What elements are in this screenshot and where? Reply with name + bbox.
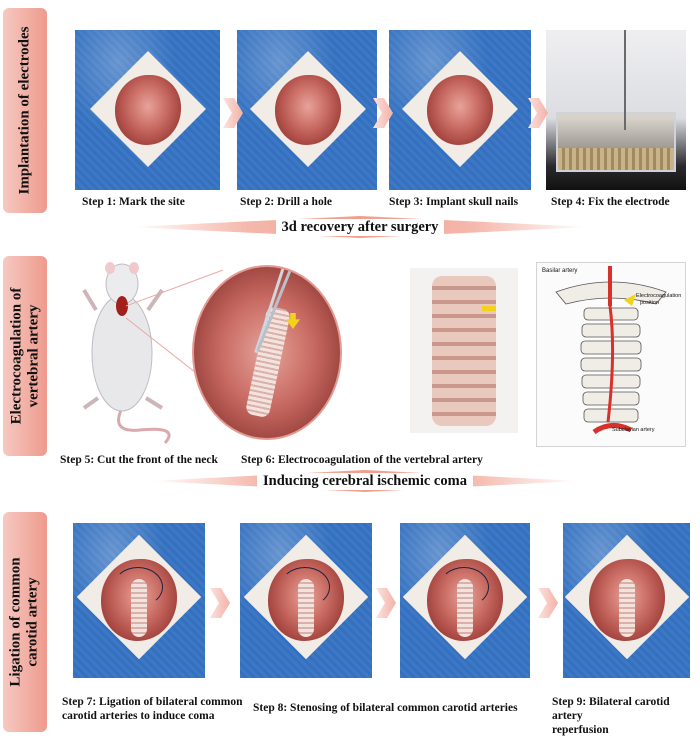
step-arrow [223, 98, 243, 128]
rat-ear [105, 262, 115, 274]
section-label-line: Electrocoagulation of [8, 287, 25, 425]
section-label-ligation: Ligation of common carotid artery [3, 512, 47, 732]
photo-step9-reperfusion [563, 523, 690, 678]
skull-exposure [115, 75, 181, 145]
zoom-line [125, 269, 224, 307]
rat-ear [129, 262, 139, 274]
neck-incision [116, 296, 128, 316]
step-arrow [210, 588, 230, 618]
step-arrow [528, 98, 548, 128]
caption-line: Step 7: Ligation of bilateral common [62, 696, 243, 708]
step-1-caption: Step 1: Mark the site [82, 196, 185, 208]
rat-hindlimb [144, 396, 164, 410]
photo-step8-stenosing-b [400, 523, 530, 678]
vertebral-column [432, 276, 496, 426]
label-line: Electrocoagulation [636, 293, 682, 299]
trachea [619, 579, 635, 637]
suture [280, 567, 330, 607]
electrocoagulation-marker [624, 294, 636, 306]
caption-line: reperfusion [552, 724, 609, 736]
step-8-caption: Step 8: Stenosing of bilateral common ca… [253, 702, 518, 714]
subclavian-artery [592, 423, 633, 435]
step-3-caption: Step 3: Implant skull nails [389, 196, 519, 208]
skull-exposure [427, 75, 493, 145]
cable [624, 30, 626, 130]
marker-arrow [482, 306, 496, 311]
skull-exposure [275, 75, 341, 145]
transition-recovery-text: 3d recovery after surgery [275, 218, 445, 236]
caption-line: carotid arteries to induce coma [62, 710, 215, 722]
step-2-caption: Step 2: Drill a hole [240, 196, 332, 208]
photo-step2-drill-hole [237, 30, 377, 190]
label-electrocoagulation-position: Electrocoagulation position [636, 293, 681, 307]
caption-line: Step 9: Bilateral carotid artery [552, 696, 670, 722]
vertebra [583, 408, 639, 423]
step-6-caption: Step 6: Electrocoagulation of the verteb… [241, 454, 483, 466]
rat-hindlimb [82, 396, 100, 410]
step-arrow [376, 588, 396, 618]
photo-step6-zoom-neck [192, 265, 342, 440]
rat-tail [117, 407, 171, 444]
rat-forelimb [82, 288, 98, 312]
step-5-caption: Step 5: Cut the front of the neck [60, 454, 218, 466]
step-arrow [538, 588, 558, 618]
photo-step4-fix-electrode [546, 30, 686, 190]
photo-step3-skull-nails [389, 30, 531, 190]
transition-coma-text: Inducing cerebral ischemic coma [257, 472, 473, 490]
vertebral-artery [606, 305, 615, 423]
section-label-line: Ligation of common [8, 557, 25, 687]
bedding [558, 148, 674, 170]
section-label-implantation: Implantation of electrodes [3, 8, 47, 213]
photo-step8-stenosing-a [240, 523, 372, 678]
step-9-caption: Step 9: Bilateral carotid artery reperfu… [552, 695, 700, 737]
step-arrow [373, 98, 393, 128]
step-4-caption: Step 4: Fix the electrode [551, 196, 670, 208]
section-label-line: vertebral artery [25, 304, 42, 408]
section-label-text: Implantation of electrodes [16, 26, 33, 195]
transition-coma: Inducing cerebral ischemic coma [150, 470, 580, 492]
photo-cervical-spine [410, 268, 518, 433]
section-label-text: Ligation of common carotid artery [8, 557, 42, 686]
vertebra [580, 340, 642, 355]
section-label-line: carotid artery [25, 577, 42, 667]
section-label-text: Electrocoagulation of vertebral artery [8, 288, 42, 425]
label-basilar-artery: Basilar artery [542, 268, 578, 274]
photo-step7-ligation [73, 523, 205, 678]
label-line: position [640, 300, 659, 306]
label-subclavian-artery: Subclavian artery [612, 427, 655, 433]
spine-diagram [536, 262, 686, 447]
rat-illustration [82, 262, 171, 444]
transition-recovery: 3d recovery after surgery [130, 216, 590, 238]
photo-step1-mark-site [75, 30, 220, 190]
suture [113, 567, 163, 607]
section-label-electrocoagulation: Electrocoagulation of vertebral artery [3, 256, 47, 456]
suture [439, 567, 489, 607]
step-7-caption: Step 7: Ligation of bilateral common car… [62, 695, 242, 723]
